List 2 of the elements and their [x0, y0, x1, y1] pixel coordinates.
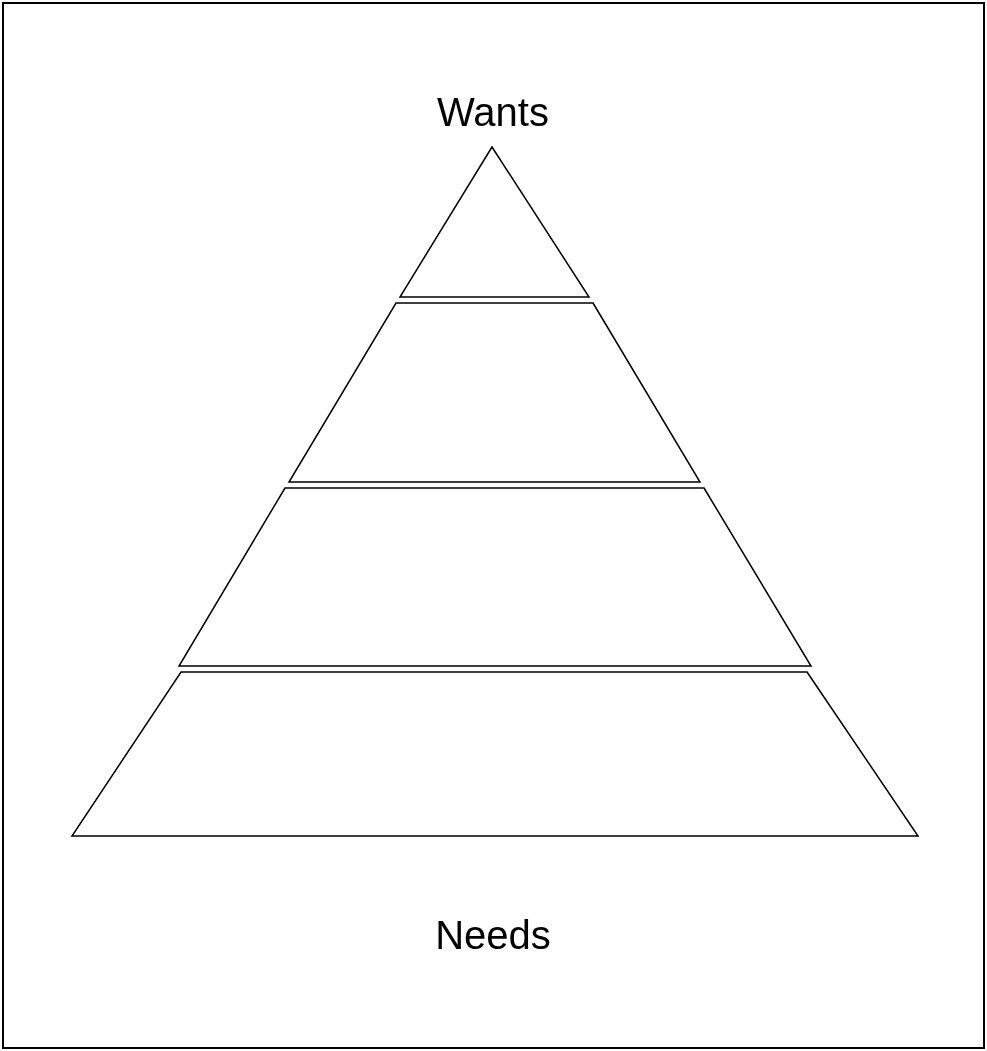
pyramid-top-label: Wants: [437, 92, 549, 132]
pyramid-base-label: Needs: [435, 915, 551, 955]
